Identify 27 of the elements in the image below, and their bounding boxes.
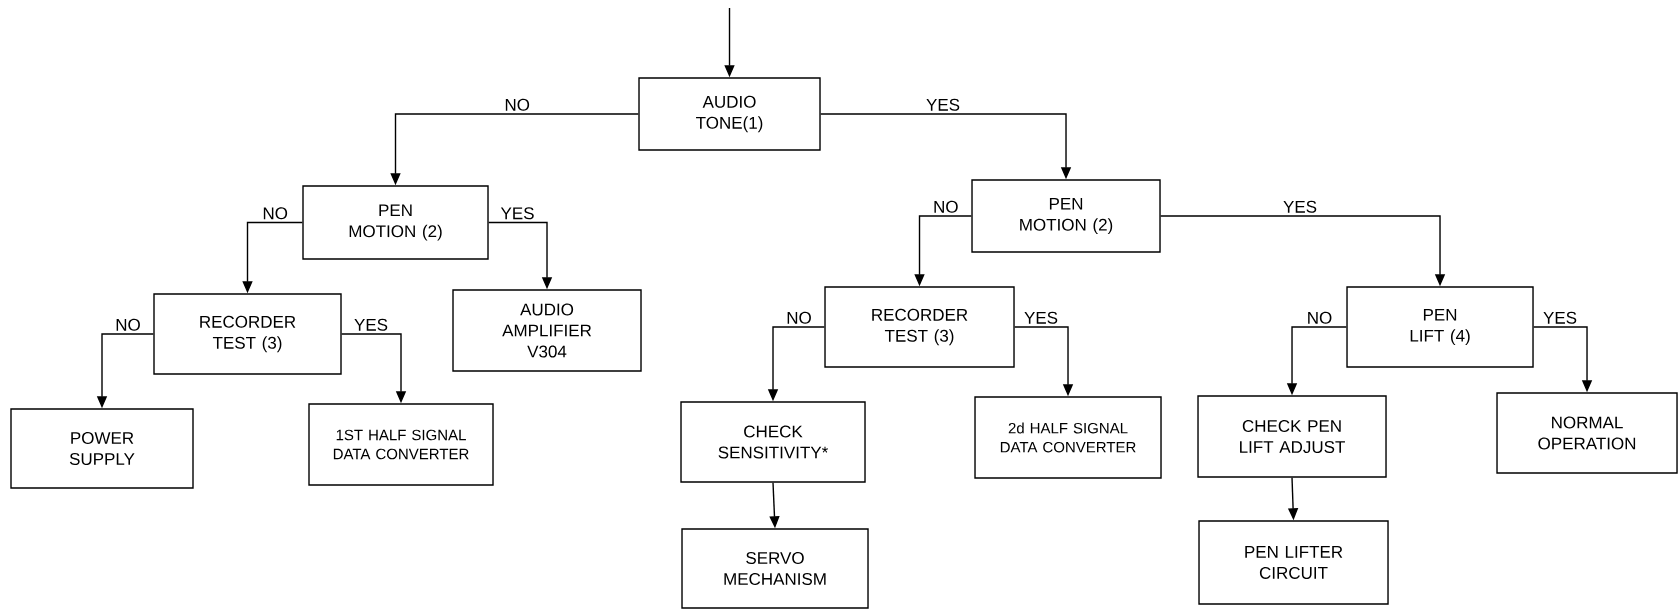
process-box: PEN LIFT (4) [1346,286,1534,368]
process-box: PEN LIFTER CIRCUIT [1198,520,1389,605]
edge-label: NO [261,206,289,221]
edge-label: YES [499,206,536,221]
process-box: 1ST HALF SIGNAL DATA CONVERTER [308,403,494,486]
edge-label: YES [925,97,961,112]
process-box: CHECK PEN LIFT ADJUST [1197,395,1387,478]
process-box: AUDIO AMPLIFIER V304 [452,289,642,372]
process-box: 2d HALF SIGNAL DATA CONVERTER [974,396,1162,479]
edge-label: NO [1305,310,1334,325]
edge-label: NO [785,310,813,325]
edge-label: NO [932,199,960,214]
process-box: CHECK SENSITIVITY* [680,401,866,483]
edge-label: YES [1542,310,1579,325]
process-box: RECORDER TEST (3) [153,293,342,375]
process-box: RECORDER TEST (3) [824,286,1015,368]
edge-label: YES [1282,199,1319,214]
process-box: PEN MOTION (2) [302,185,489,260]
process-box: NORMAL OPERATION [1496,392,1678,474]
process-box: AUDIO TONE(1) [638,77,821,151]
process-box: SERVO MECHANISM [681,528,869,609]
process-box: PEN MOTION (2) [971,179,1161,253]
edge-label: YES [1023,310,1060,325]
edge-label: NO [114,317,142,332]
edge-label: NO [503,97,531,112]
edge-label: YES [353,317,389,332]
process-box: POWER SUPPLY [10,408,194,489]
